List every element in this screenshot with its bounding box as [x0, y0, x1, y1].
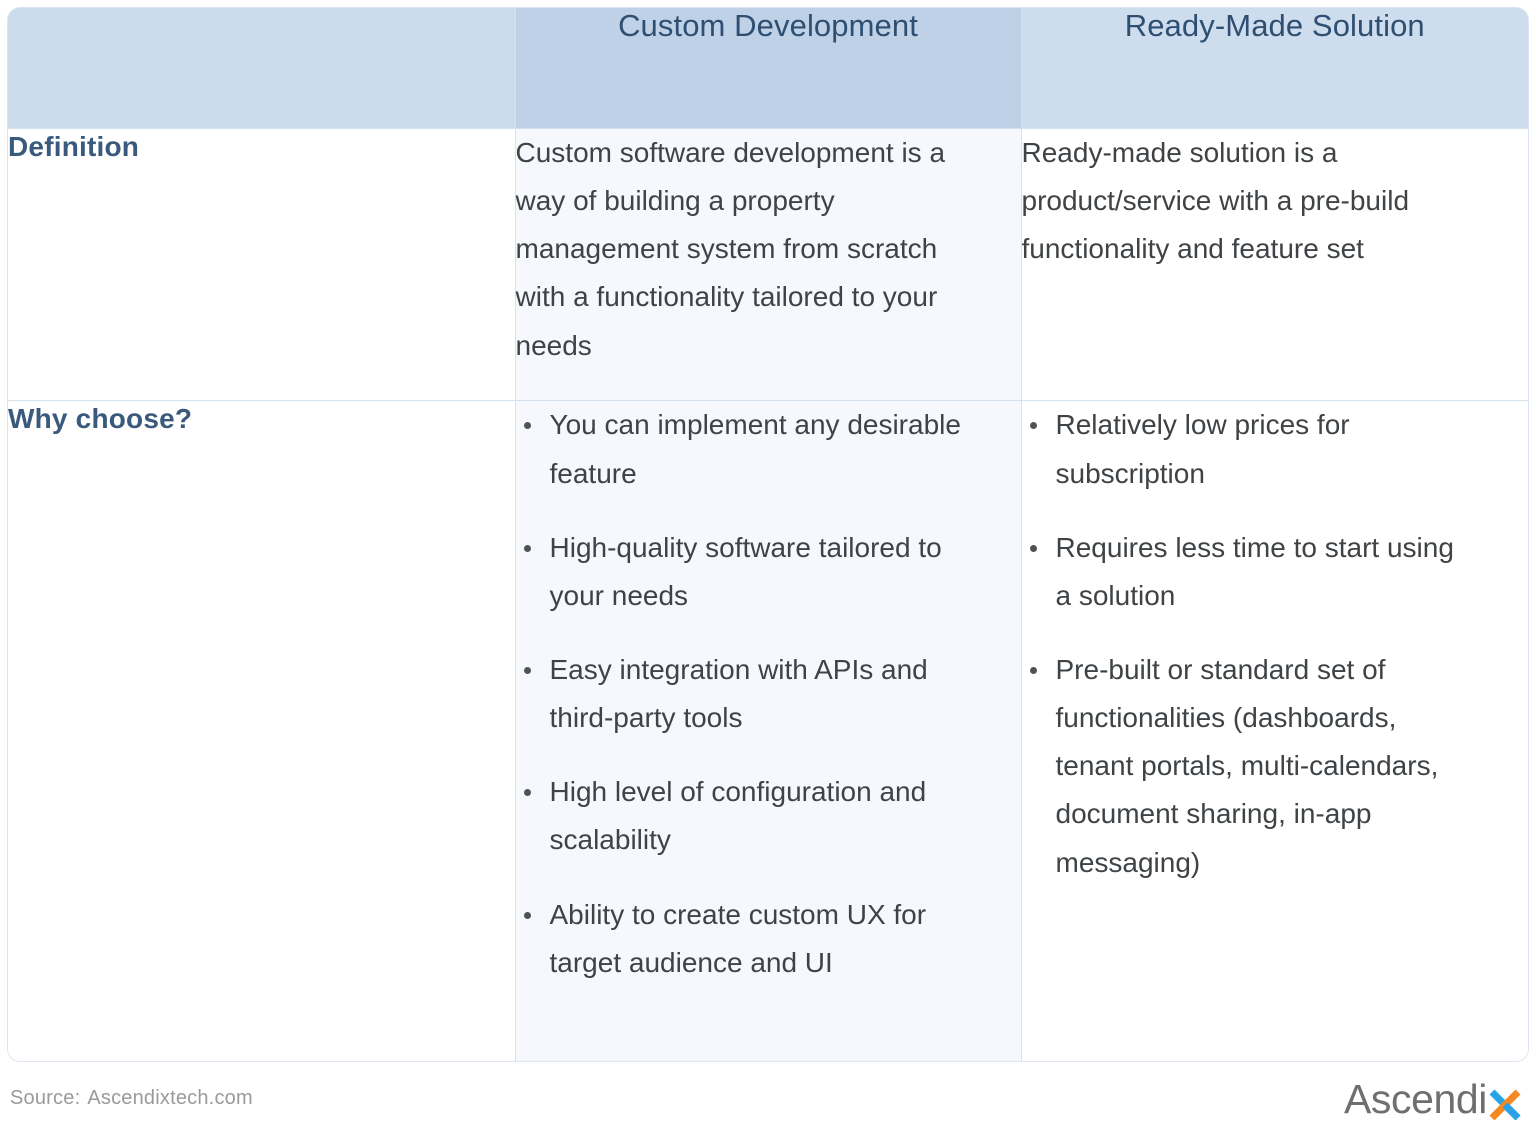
- list-item: Ability to create custom UX for target a…: [516, 891, 964, 987]
- cell-definition-ready: Ready-made solution is a product/service…: [1020, 127, 1528, 402]
- row-title-definition: Definition: [8, 131, 140, 162]
- comparison-table: Custom Development Ready-Made Solution D…: [8, 8, 1528, 1061]
- list-item: Pre-built or standard set of functionali…: [1022, 646, 1476, 887]
- row-label-cell-definition: Definition: [8, 127, 516, 402]
- source-value: Ascendixtech.com: [87, 1087, 253, 1109]
- row-label-cell-why-choose: Why choose?: [8, 400, 516, 1061]
- cell-definition-custom: Custom software development is a way of …: [514, 127, 1022, 402]
- footer: Source: Ascendixtech.com Ascendi: [0, 1061, 1536, 1146]
- table-header-row: Custom Development Ready-Made Solution: [8, 8, 1528, 129]
- ascendix-logo: Ascendi: [1344, 1075, 1522, 1123]
- list-item: You can implement any desirable feature: [516, 401, 964, 497]
- comparison-table-container: Custom Development Ready-Made Solution D…: [8, 8, 1528, 1061]
- table-body: Definition Custom software development i…: [8, 127, 1529, 1061]
- list-item: High level of configuration and scalabil…: [516, 768, 964, 864]
- list-item: Requires less time to start using a solu…: [1022, 524, 1476, 620]
- header-cell-blank: [8, 8, 516, 129]
- list-item: High-quality software tailored to your n…: [516, 524, 964, 620]
- source-attribution: Source: Ascendixtech.com: [10, 1087, 253, 1110]
- logo-x-icon: [1488, 1082, 1522, 1121]
- definition-custom-text: Custom software development is a way of …: [515, 137, 946, 361]
- table-row-definition: Definition Custom software development i…: [8, 127, 1528, 402]
- header-cell-ready-made-solution: Ready-Made Solution: [1020, 8, 1528, 129]
- list-item: Easy integration with APIs and third-par…: [516, 646, 964, 742]
- table-header: Custom Development Ready-Made Solution: [8, 8, 1528, 129]
- logo-wordmark: Ascendi: [1343, 1075, 1487, 1122]
- row-title-why-choose: Why choose?: [8, 403, 193, 435]
- list-item: Relatively low prices for subscription: [1022, 401, 1476, 497]
- definition-ready-text: Ready-made solution is a product/service…: [1021, 137, 1410, 265]
- source-label: Source:: [10, 1087, 81, 1109]
- table-row-why-choose: Why choose? You can implement any desira…: [8, 400, 1529, 1061]
- header-cell-custom-development: Custom Development: [514, 8, 1022, 129]
